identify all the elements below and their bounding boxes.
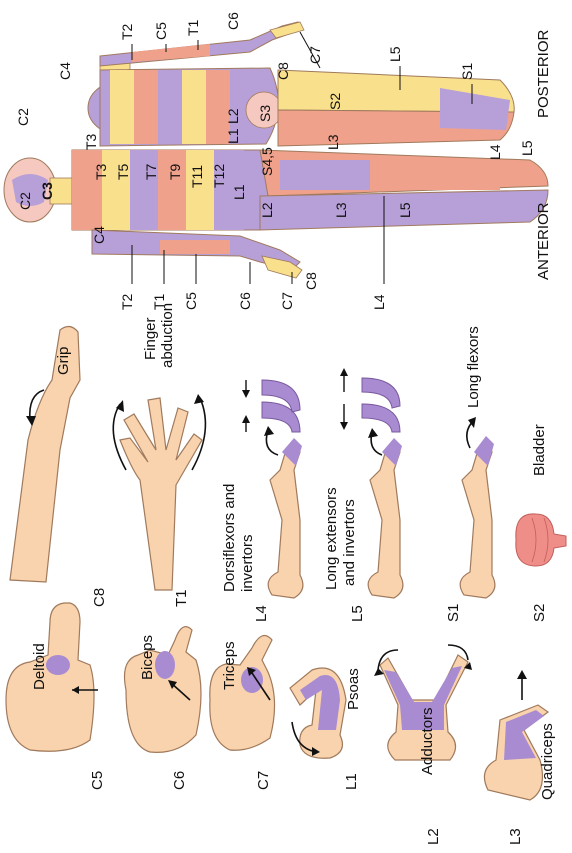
label-c2: C2 [15, 108, 31, 126]
label-t12: T12 [211, 164, 227, 188]
torso-figure [6, 603, 94, 751]
torso-figure [125, 627, 202, 753]
biceps-muscle [155, 651, 175, 679]
muscle-label: Psoas [345, 668, 362, 710]
level-label: C7 [255, 771, 272, 790]
label-l5: L5 [387, 46, 403, 62]
label-l2: L2 [225, 108, 241, 124]
myotome-l2: Adductors L2 [374, 645, 472, 845]
myotome-l4: Dorsiflexors and invertors L4 [221, 380, 303, 622]
label-t2: T2 [119, 23, 135, 40]
level-label: L3 [507, 828, 524, 845]
feet-pair [362, 378, 400, 432]
level-label: T1 [173, 589, 190, 607]
level-label: C6 [171, 771, 188, 790]
muscle-label-line1: Dorsiflexors and [221, 484, 238, 592]
myotome-c5: Deltoid C5 [6, 603, 106, 790]
view-title: ANTERIOR [535, 202, 552, 280]
label-c8: C8 [275, 62, 291, 80]
label-l4: L4 [487, 144, 503, 160]
level-label: S2 [531, 604, 548, 622]
feet-pair [262, 380, 300, 432]
view-title: POSTERIOR [535, 29, 552, 118]
myotome-s2: Bladder S2 [516, 424, 566, 622]
label-s3: S3 [257, 105, 273, 122]
myotome-s1: Long flexors S1 [445, 326, 495, 622]
label-t7: T7 [143, 163, 159, 180]
muscle-label: Grip [55, 347, 72, 375]
label-c6: C6 [237, 292, 253, 310]
label-t1: T1 [185, 19, 201, 36]
label-s2: S2 [327, 93, 343, 110]
leg-figure [368, 445, 403, 598]
arrow-left [113, 404, 126, 470]
muscle-label-line2: invertors [239, 534, 256, 592]
level-label: L4 [253, 605, 270, 622]
label-l4: L4 [371, 294, 387, 310]
label-c2: C2 [17, 192, 33, 210]
hand-figure [120, 398, 202, 590]
leg-figure [268, 445, 303, 598]
muscle-label: Bladder [531, 424, 548, 476]
muscle-label: Biceps [139, 635, 156, 680]
myotome-c8: Grip C8 [10, 326, 108, 607]
label-s1: S1 [459, 63, 475, 80]
muscle-label: Long flexors [465, 326, 482, 408]
label-t3: T3 [93, 163, 109, 180]
label-l3: L3 [325, 134, 341, 150]
muscle-label-line1: Long extensors [323, 487, 340, 590]
label-c4: C4 [57, 62, 73, 80]
muscle-label: Adductors [419, 707, 436, 775]
label-t9: T9 [167, 163, 183, 180]
label-c3: C3 [39, 182, 55, 200]
label-c4: C4 [91, 226, 107, 244]
label-l1: L1 [225, 128, 241, 144]
level-label: L5 [349, 605, 366, 622]
label-l3: L3 [333, 202, 349, 218]
bladder-organ [516, 514, 566, 566]
muscle-label-line2: abduction [159, 303, 176, 368]
label-l1: L1 [231, 184, 247, 200]
label-s45: S4,5 [259, 147, 275, 176]
level-label: C5 [89, 771, 106, 790]
level-label: S1 [445, 604, 462, 622]
level-label: L1 [343, 773, 360, 790]
label-t5: T5 [115, 163, 131, 180]
myotome-l3: Quadriceps L3 [484, 670, 556, 845]
myotome-l1: Psoas L1 [290, 668, 362, 790]
muscle-label: Deltoid [31, 643, 48, 690]
muscle-label-line1: Finger [142, 317, 159, 360]
muscle-label: Quadriceps [539, 723, 556, 800]
label-c7: C7 [279, 292, 295, 310]
deltoid-muscle [46, 655, 70, 675]
label-c5: C5 [153, 22, 169, 40]
label-l5b: L5 [519, 140, 535, 156]
label-l2: L2 [259, 202, 275, 218]
myotome-c7: Triceps C7 [210, 636, 275, 791]
leg-figure [460, 445, 495, 598]
label-t2: T2 [119, 293, 135, 310]
label-c8: C8 [303, 272, 319, 290]
label-t1: T1 [151, 293, 167, 310]
level-label: C8 [91, 588, 108, 607]
label-t11: T11 [189, 165, 205, 188]
anterior-dermatome-figure: ANTERIOR C2 C3 C4 T2 T1 C5 C6 C7 C8 L4 T… [4, 150, 552, 310]
label-t3: T3 [83, 133, 99, 150]
muscle-label: Triceps [221, 641, 238, 690]
myotome-t1: Finger abduction T1 [113, 303, 205, 607]
muscle-label-line2: and invertors [341, 499, 358, 586]
myotome-c6: Biceps C6 [125, 627, 202, 790]
label-l5: L5 [397, 202, 413, 218]
label-c5: C5 [183, 292, 199, 310]
myotome-l5: Long extensors and invertors L5 [323, 368, 403, 622]
level-label: L2 [425, 828, 442, 845]
label-c6: C6 [225, 12, 241, 30]
